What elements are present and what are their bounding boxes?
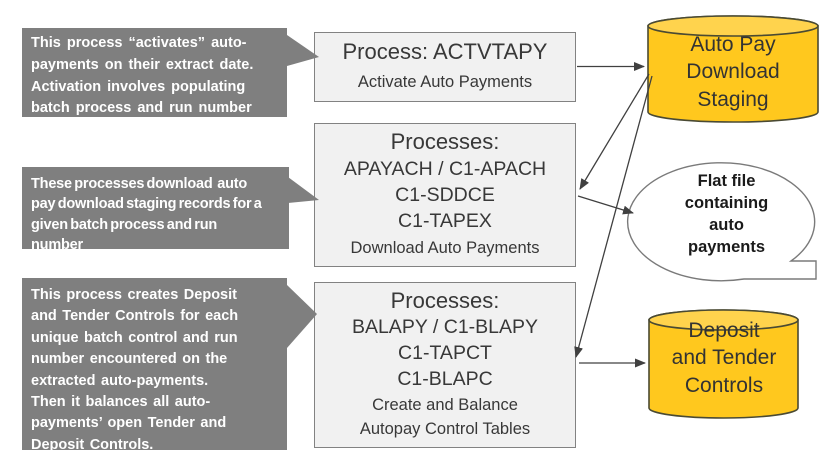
process-box-controls-subtitle: Create and Balance Autopay Control Table… xyxy=(359,396,531,439)
process-box-download: Processes: APAYACH / C1-APACH C1-SDDCE C… xyxy=(314,123,576,267)
process-code: APAYACH / C1-APACH xyxy=(343,158,547,180)
datastore-deposit-label: Deposit and Tender Controls xyxy=(671,319,777,397)
process-box-activate: Process: ACTVTAPY Activate Auto Payments xyxy=(314,32,576,102)
process-box-download-subtitle: Download Auto Payments xyxy=(350,239,540,257)
process-code: C1-TAPEX xyxy=(398,210,492,232)
process-code: C1-BLAPC xyxy=(397,367,493,390)
process-code: C1-SDDCE xyxy=(395,184,495,206)
process-box-controls: Processes: BALAPY / C1-BLAPY C1-TAPCT C1… xyxy=(314,282,576,448)
callout-controls-tail-icon xyxy=(287,285,317,348)
flat-file-label: Flat file containing auto payments xyxy=(684,172,769,256)
arrow-download-to-flatfile xyxy=(577,195,634,215)
arrow-staging-to-controls xyxy=(574,75,653,358)
callout-activate-note: This process “activates” auto- payments … xyxy=(22,28,287,117)
process-code: C1-TAPCT xyxy=(398,341,492,364)
process-box-activate-subtitle: Activate Auto Payments xyxy=(357,72,533,91)
callout-controls-note: This process creates Deposit and Tender … xyxy=(22,278,287,450)
process-box-activate-title: Process: ACTVTAPY xyxy=(342,39,548,65)
arrow-staging-to-download xyxy=(579,73,650,190)
process-box-controls-title: Processes: xyxy=(390,287,500,313)
process-box-download-title: Processes: xyxy=(390,129,500,154)
callout-download-note: These processes download auto pay downlo… xyxy=(22,167,289,249)
datastore-staging-label: Auto Pay Download Staging xyxy=(686,33,780,111)
process-code: BALAPY / C1-BLAPY xyxy=(351,316,539,339)
